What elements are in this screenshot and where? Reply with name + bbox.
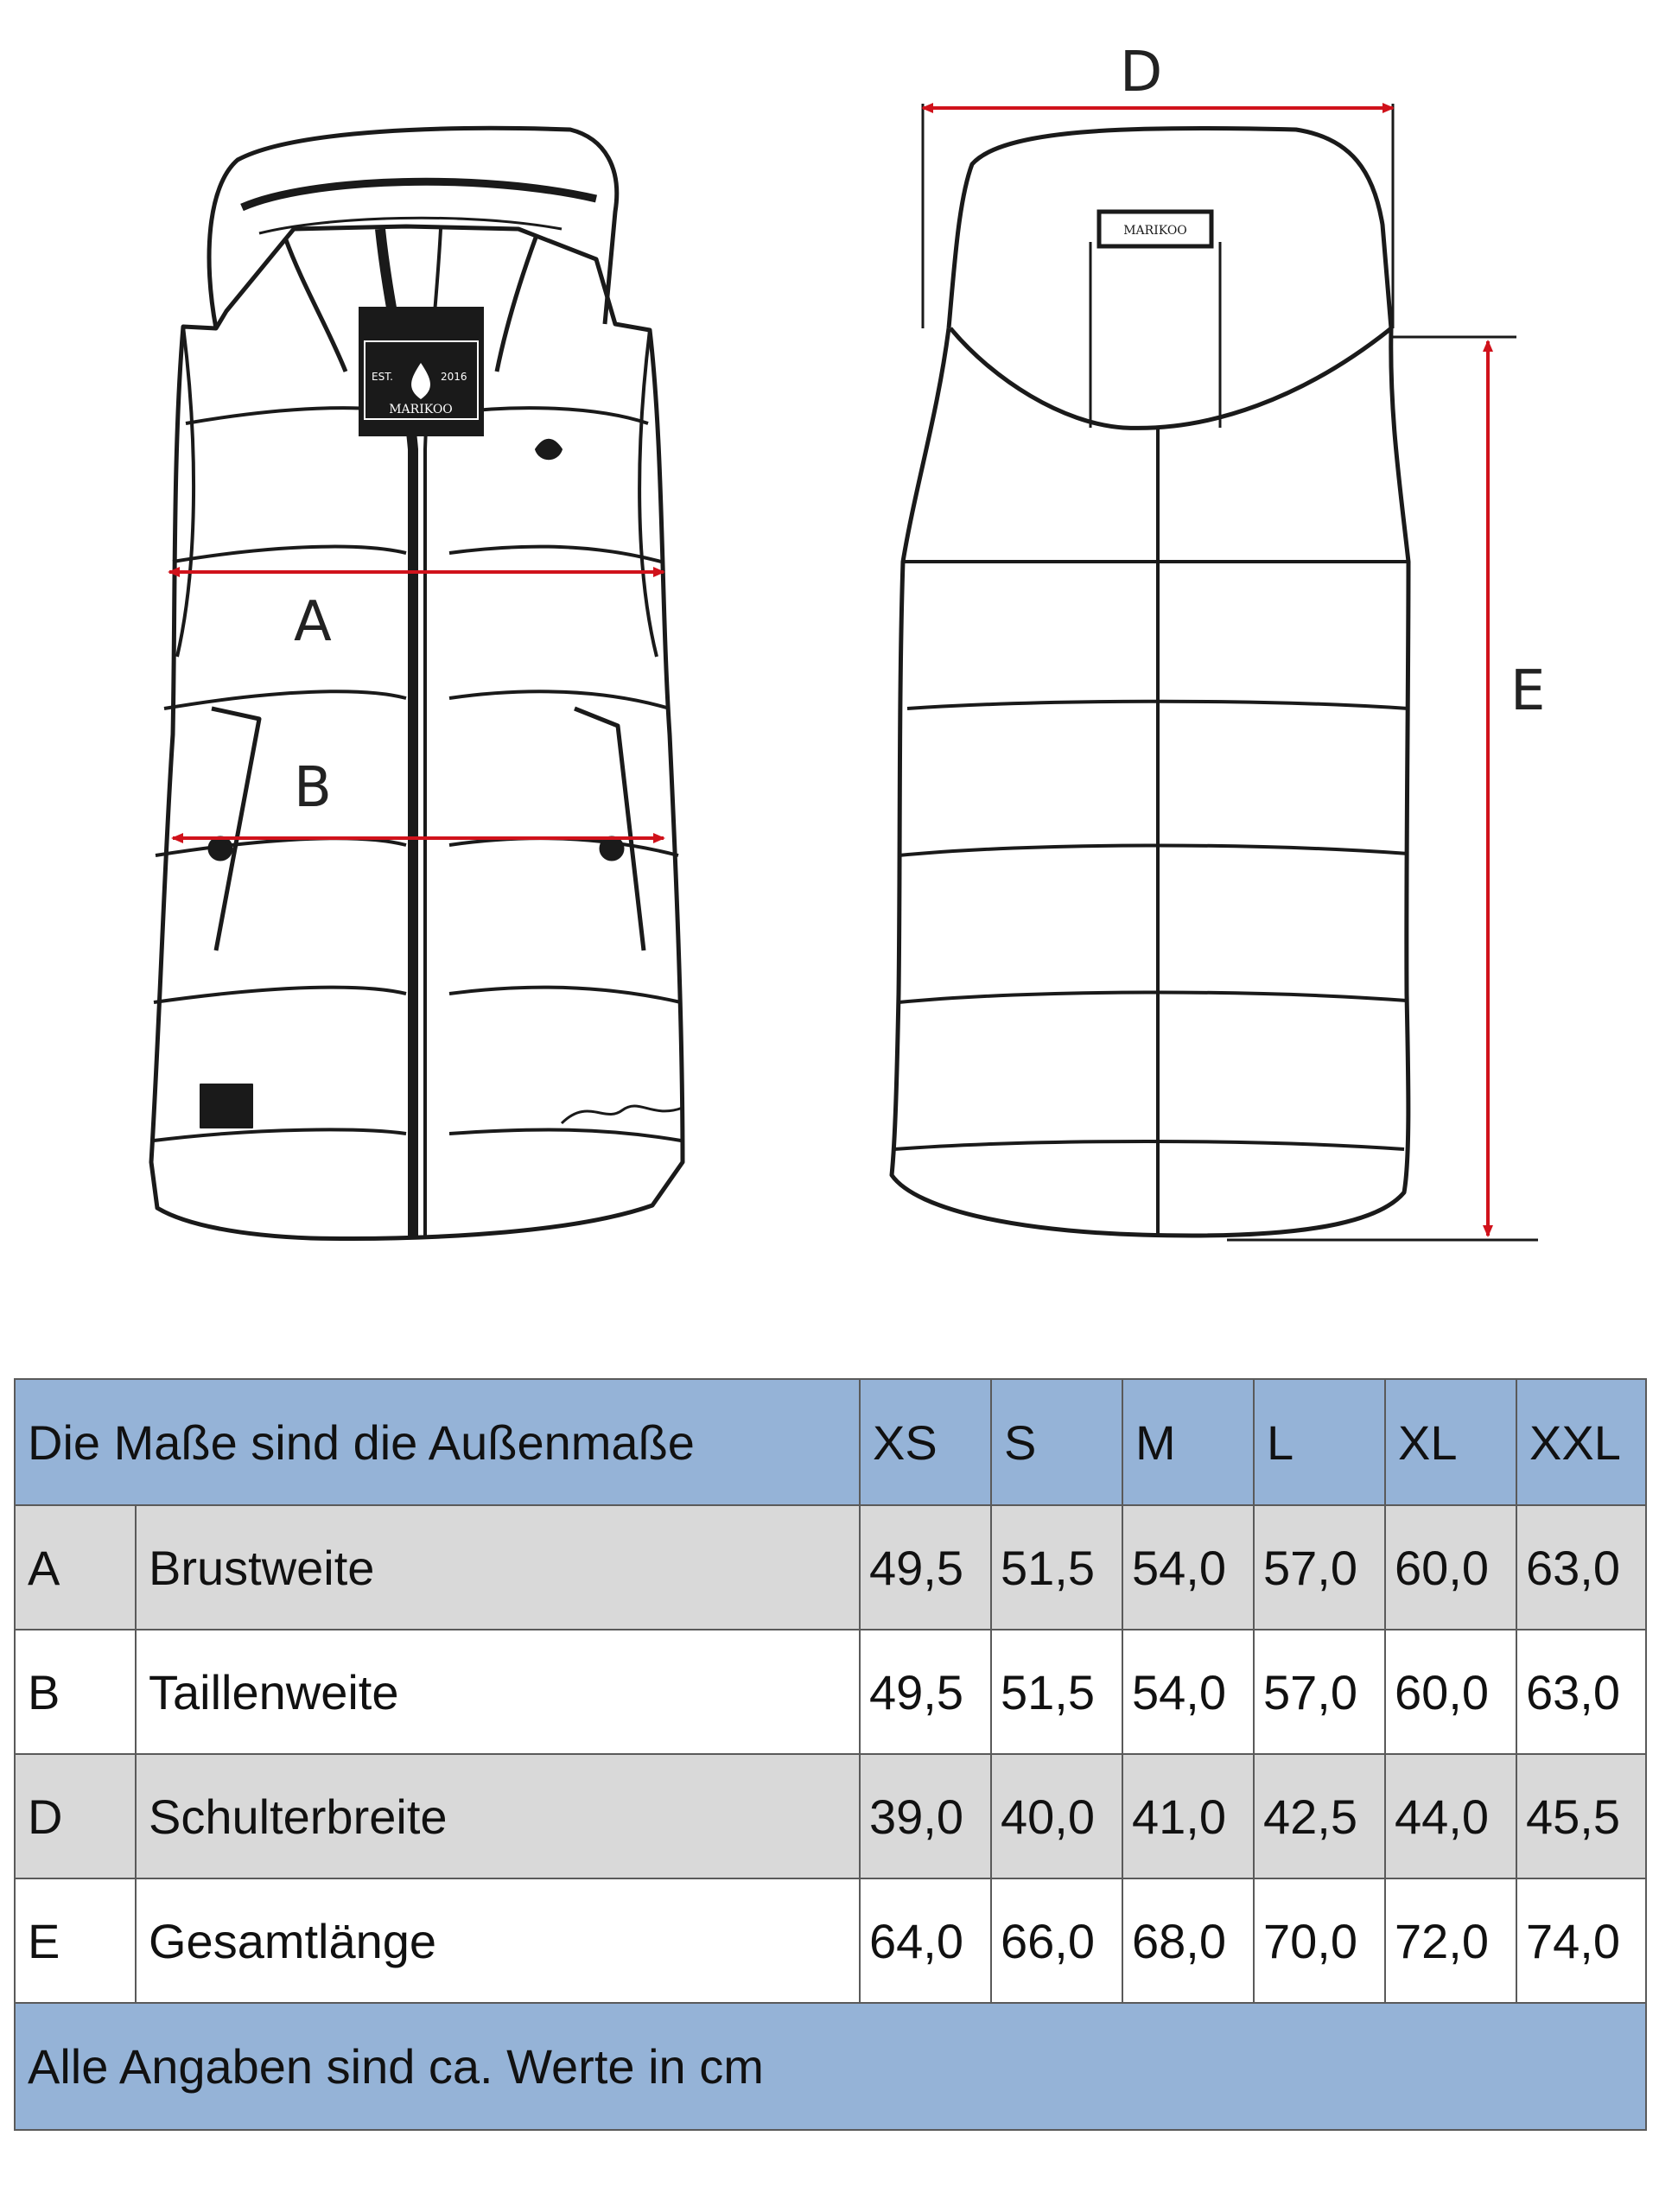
- row-code: E: [14, 1878, 137, 2004]
- cell-value: 51,5: [990, 1504, 1124, 1630]
- cell-value: 41,0: [1122, 1753, 1255, 1879]
- cell-value: 66,0: [990, 1878, 1124, 2004]
- size-header-m: M: [1122, 1378, 1255, 1506]
- cell-value: 40,0: [990, 1753, 1124, 1879]
- cell-value: 64,0: [859, 1878, 993, 2004]
- brand-name-text: MARIKOO: [389, 403, 453, 416]
- row-name: Brustweite: [134, 1504, 861, 1630]
- vest-drawings: EST. 2016 MARIKOO MARIKOO: [149, 103, 1538, 1242]
- table-header-row: Die Maße sind die Außenmaße XS S M L XL …: [13, 1378, 1648, 1506]
- row-code: A: [14, 1504, 137, 1630]
- measurement-guides: [921, 104, 1538, 1242]
- cell-value: 54,0: [1122, 1629, 1255, 1755]
- cell-value: 72,0: [1384, 1878, 1518, 2004]
- table-row: A Brustweite 49,5 51,5 54,0 57,0 60,0 63…: [14, 1504, 1648, 1630]
- row-code: D: [14, 1753, 137, 1879]
- front-vest-drawing: [149, 125, 685, 1241]
- cell-value: 57,0: [1253, 1504, 1387, 1630]
- cell-value: 70,0: [1253, 1878, 1387, 2004]
- cell-value: 49,5: [859, 1504, 993, 1630]
- table-row: D Schulterbreite 39,0 40,0 41,0 42,5 44,…: [14, 1753, 1648, 1879]
- cell-value: 51,5: [990, 1629, 1124, 1755]
- cell-value: 39,0: [859, 1753, 993, 1879]
- brand-label: EST. 2016 MARIKOO: [359, 307, 484, 436]
- row-name: Gesamtlänge: [134, 1878, 861, 2004]
- label-d: D: [1120, 41, 1163, 105]
- label-b: B: [294, 756, 332, 820]
- brand-est-text: EST.: [372, 371, 393, 383]
- cell-value: 74,0: [1516, 1878, 1648, 2004]
- label-e: E: [1510, 659, 1546, 723]
- label-a: A: [294, 590, 332, 654]
- cell-value: 60,0: [1384, 1504, 1518, 1630]
- row-name: Schulterbreite: [134, 1753, 861, 1879]
- brand-year-text: 2016: [441, 371, 467, 383]
- table-footnote: Alle Angaben sind ca. Werte in cm: [13, 2002, 1648, 2131]
- vest-measurement-diagram: EST. 2016 MARIKOO MARIKOO: [149, 41, 1546, 1242]
- back-vest-drawing: [889, 125, 1411, 1238]
- back-brand-patch: [1096, 209, 1214, 249]
- back-brand-text: MARIKOO: [1123, 224, 1187, 238]
- cell-value: 57,0: [1253, 1629, 1387, 1755]
- size-chart-table: Die Maße sind die Außenmaße XS S M L XL …: [13, 1378, 1648, 2131]
- table-footer-row: Alle Angaben sind ca. Werte in cm: [13, 2002, 1648, 2131]
- size-header-xs: XS: [859, 1378, 993, 1506]
- cell-value: 42,5: [1253, 1753, 1387, 1879]
- cell-value: 63,0: [1516, 1504, 1648, 1630]
- cell-value: 44,0: [1384, 1753, 1518, 1879]
- cell-value: 45,5: [1516, 1753, 1648, 1879]
- size-header-l: L: [1253, 1378, 1387, 1506]
- cell-value: 68,0: [1122, 1878, 1255, 2004]
- row-name: Taillenweite: [134, 1629, 861, 1755]
- cell-value: 49,5: [859, 1629, 993, 1755]
- cell-value: 63,0: [1516, 1629, 1648, 1755]
- measurement-arrows: [168, 103, 1493, 1237]
- table-row: E Gesamtlänge 64,0 66,0 68,0 70,0 72,0 7…: [14, 1878, 1648, 2004]
- size-header-xxl: XXL: [1516, 1378, 1648, 1506]
- size-header-s: S: [990, 1378, 1124, 1506]
- table-title: Die Maße sind die Außenmaße: [13, 1378, 861, 1506]
- cell-value: 60,0: [1384, 1629, 1518, 1755]
- table-row: B Taillenweite 49,5 51,5 54,0 57,0 60,0 …: [14, 1629, 1648, 1755]
- cell-value: 54,0: [1122, 1504, 1255, 1630]
- row-code: B: [14, 1629, 137, 1755]
- size-header-xl: XL: [1384, 1378, 1518, 1506]
